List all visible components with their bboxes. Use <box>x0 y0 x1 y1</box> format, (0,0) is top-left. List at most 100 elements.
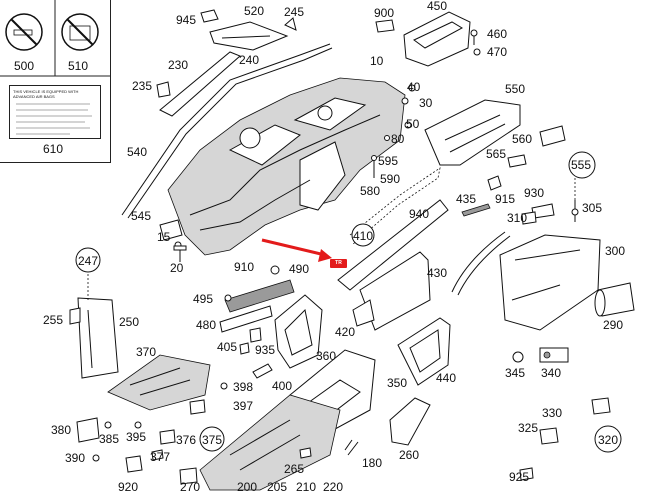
part-label-545: 545 <box>131 209 152 223</box>
part-260-mat <box>389 397 431 446</box>
part-label-390: 390 <box>65 451 86 465</box>
highlight-tag-text: TR <box>335 260 342 266</box>
part-305-pin <box>571 200 579 222</box>
part-370-cover <box>107 354 211 411</box>
part-310-hose <box>451 231 511 296</box>
part-395-screw <box>134 421 142 429</box>
part-80-screw <box>384 135 390 141</box>
part-label-580: 580 <box>360 184 381 198</box>
part-label-40: 40 <box>407 80 421 94</box>
part-410-bezel <box>349 167 441 246</box>
part-label-595: 595 <box>378 154 399 168</box>
part-340-connector <box>539 347 569 363</box>
part-label-400: 400 <box>272 379 293 393</box>
part-345-plug <box>512 351 524 363</box>
part-398-screw <box>220 382 228 390</box>
part-label-330: 330 <box>542 406 563 420</box>
part-label-260: 260 <box>399 448 420 462</box>
part-10-dashboard <box>167 77 406 256</box>
part-label-940: 940 <box>409 207 430 221</box>
part-label-265: 265 <box>284 462 305 476</box>
part-label-30: 30 <box>419 96 433 110</box>
part-545-bracket <box>159 219 183 241</box>
part-label-10: 10 <box>370 54 384 68</box>
part-180-strip <box>344 439 359 456</box>
part-430-panel <box>359 251 431 331</box>
part-label-290: 290 <box>603 318 624 332</box>
part-label-590: 590 <box>380 172 401 186</box>
part-label-310: 310 <box>507 211 528 225</box>
part-label-420: 420 <box>335 325 356 339</box>
part-560-connector <box>539 125 566 147</box>
part-330-connector <box>591 397 611 415</box>
part-label-80: 80 <box>391 132 405 146</box>
warning-sticker-icon <box>61 13 99 51</box>
part-360-cover <box>274 294 323 369</box>
part-label-245: 245 <box>284 5 305 19</box>
part-label-360: 360 <box>316 349 337 363</box>
part-900-clip <box>375 19 395 33</box>
part-label-210: 210 <box>296 480 317 494</box>
part-390-screw <box>92 454 100 462</box>
part-440-frame <box>397 317 451 386</box>
part-label-270: 270 <box>180 480 201 494</box>
part-label-935: 935 <box>255 343 276 357</box>
part-label-240: 240 <box>239 53 260 67</box>
part-245-clip <box>284 17 297 31</box>
part-920-clip <box>125 455 143 473</box>
part-450-module <box>403 11 471 67</box>
warning-line-1: THIS VEHICLE IS EQUIPPED WITH <box>13 89 79 94</box>
no-smoking-icon <box>5 13 43 51</box>
part-925-clip <box>519 467 534 481</box>
part-40-screw <box>408 84 416 92</box>
part-label-470: 470 <box>487 45 508 59</box>
part-label-205: 205 <box>267 480 288 494</box>
part-label-480: 480 <box>196 318 217 332</box>
part-400-strip <box>252 363 273 379</box>
red-pointer-arrow <box>261 238 332 262</box>
part-label-230: 230 <box>168 58 189 72</box>
part-label-397: 397 <box>233 399 254 413</box>
part-label-398: 398 <box>233 380 254 394</box>
part-label-247: 247 <box>78 254 99 268</box>
part-label-395: 395 <box>126 430 147 444</box>
part-label-200: 200 <box>237 480 258 494</box>
part-label-380: 380 <box>51 423 72 437</box>
circle-375 <box>199 426 225 452</box>
part-300-glovebox <box>499 234 601 331</box>
part-50-screw <box>404 121 412 129</box>
part-label-410: 410 <box>353 229 374 243</box>
part-250-panel <box>77 297 119 379</box>
part-label-350: 350 <box>387 376 408 390</box>
part-label-520: 520 <box>244 4 265 18</box>
part-label-540: 540 <box>127 145 148 159</box>
legend-panel: 500 510 THIS VEHICLE IS EQUIPPED WITH AD… <box>0 0 111 163</box>
part-385-screw <box>104 421 112 429</box>
part-460-screw <box>470 29 478 45</box>
part-310-clip <box>521 211 537 225</box>
part-480-trim <box>219 305 273 333</box>
part-377-clip <box>151 449 164 461</box>
part-30-screw <box>401 97 409 105</box>
part-label-565: 565 <box>486 147 507 161</box>
part-label-920: 920 <box>118 480 139 494</box>
part-380-clip <box>76 417 100 443</box>
part-label-377: 377 <box>150 450 171 464</box>
part-910-bracket <box>224 279 295 313</box>
part-550-trim <box>424 99 521 166</box>
part-label-925: 925 <box>509 470 530 484</box>
part-label-220: 220 <box>323 480 344 494</box>
part-label-450: 450 <box>427 0 448 13</box>
part-label-555: 555 <box>571 158 592 172</box>
part-label-435: 435 <box>456 192 477 206</box>
part-235-clip <box>156 81 171 98</box>
part-595-screw <box>371 155 377 178</box>
part-label-300: 300 <box>605 244 626 258</box>
part-265-clip <box>299 447 312 459</box>
part-290-cylinder <box>594 282 635 317</box>
part-915-clip <box>487 175 502 191</box>
part-label-370: 370 <box>136 345 157 359</box>
part-label-50: 50 <box>406 117 420 131</box>
part-435-strip <box>461 203 491 217</box>
